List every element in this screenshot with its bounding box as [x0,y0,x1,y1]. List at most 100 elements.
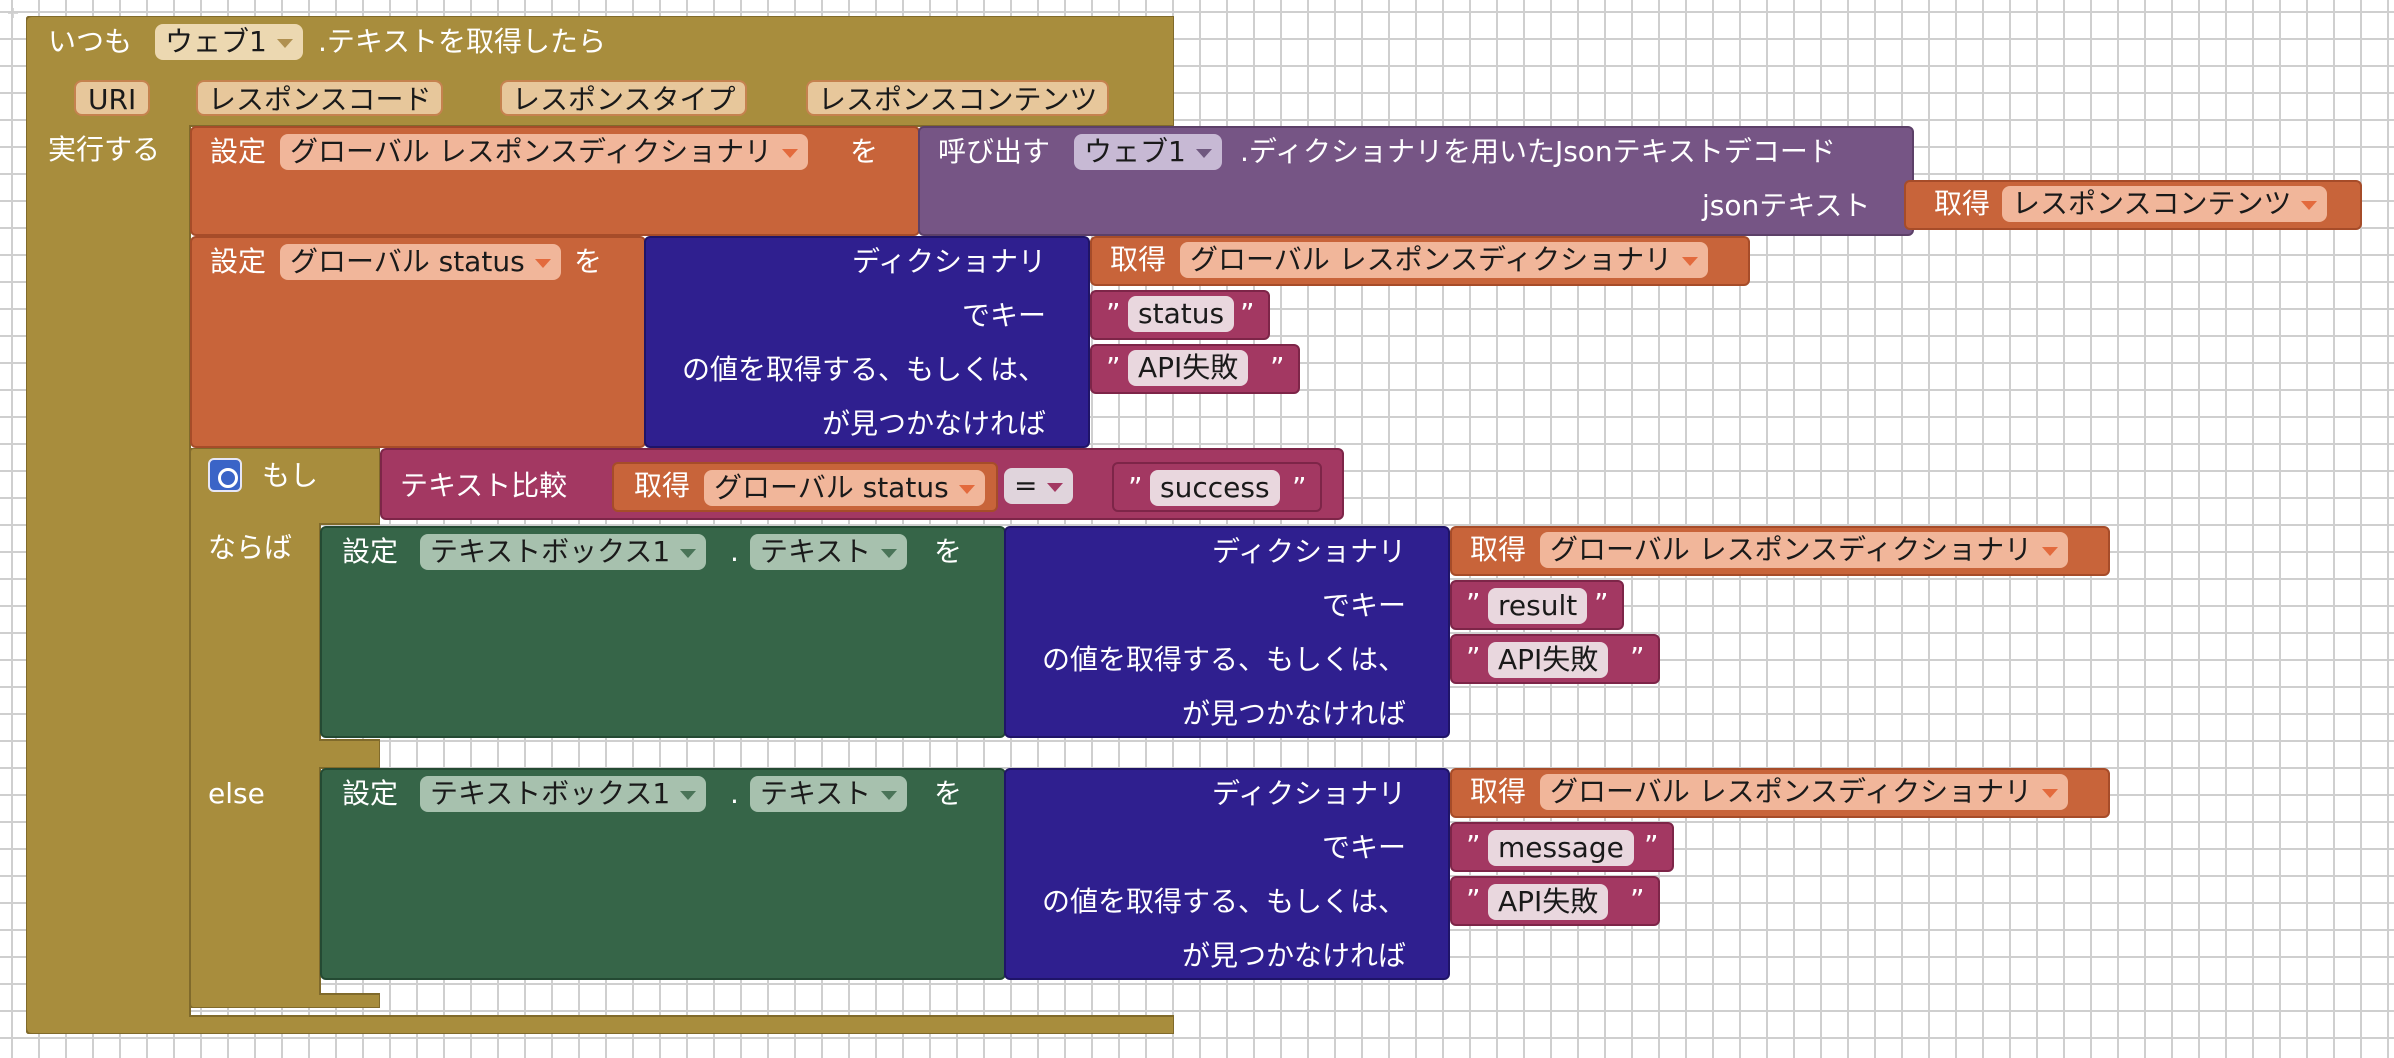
then-key-label: でキー [1321,589,1406,622]
quote-open-icon: ” [1466,829,1481,862]
then-set-label: 設定 [342,535,399,568]
chevron-down-icon [1047,482,1064,492]
stmt1-var-dropdown[interactable]: グローバル レスポンスディクショナリ [280,134,809,170]
call-component-dropdown[interactable]: ウェブ1 [1074,134,1222,170]
quote-close-icon: ” [1240,297,1255,330]
then-property-name: テキスト [760,535,872,568]
then-component-dropdown[interactable]: テキストボックス1 [420,534,707,570]
quote-close-icon: ” [1630,641,1645,674]
stmt2-set-label: 設定 [210,245,267,278]
param-uri[interactable]: URI [74,80,151,116]
quote-open-icon: ” [1466,641,1481,674]
chevron-down-icon [680,790,697,800]
event-suffix-label: .テキストを取得したら [318,25,607,58]
then-key-value[interactable]: result [1488,588,1588,624]
param-response-content[interactable]: レスポンスコンテンツ [806,80,1110,116]
chevron-down-icon [1195,148,1212,158]
then-dict-lookup-block[interactable] [1004,526,1450,738]
stmt2-notfound-label: が見つかなければ [821,407,1046,440]
do-label: 実行する [48,133,161,166]
json-text-label: jsonテキスト [1702,189,1871,222]
chevron-down-icon [958,484,975,494]
else-property-dropdown[interactable]: テキスト [750,776,908,812]
param-response-code[interactable]: レスポンスコード [196,80,444,116]
else-key-value[interactable]: message [1488,830,1634,866]
stmt2-key-value[interactable]: status [1128,296,1235,332]
call-method-label: .ディクショナリを用いたJsonテキストデコード [1240,135,1836,168]
then-dot: . [730,535,739,568]
quote-open-icon: ” [1106,297,1121,330]
then-get-var-name: グローバル レスポンスディクショナリ [1550,533,2033,566]
then-get-var-dropdown[interactable]: グローバル レスポンスディクショナリ [1540,532,2069,568]
dict-lookup-block-status[interactable] [644,236,1090,448]
if-get-var-dropdown[interactable]: グローバル status [704,470,985,506]
else-get-label: 取得 [1470,775,1527,808]
gear-icon[interactable] [208,458,242,492]
else-default-value[interactable]: API失敗 [1488,884,1609,920]
param-response-type[interactable]: レスポンスタイプ [500,80,748,116]
chevron-down-icon [1682,256,1699,266]
chevron-down-icon [881,548,898,558]
quote-open-icon: ” [1106,351,1121,384]
else-label: else [208,777,265,810]
stmt2-get-var-name: グローバル レスポンスディクショナリ [1190,243,1673,276]
quote-close-icon: ” [1630,883,1645,916]
stmt2-var-name: グローバル status [290,245,525,278]
chevron-down-icon [881,790,898,800]
stmt2-var-dropdown[interactable]: グローバル status [280,244,561,280]
else-get-var-name: グローバル レスポンスディクショナリ [1550,775,2033,808]
if-label: もし [262,459,319,492]
else-key-label: でキー [1321,831,1406,864]
compare-operator: = [1014,469,1038,502]
chevron-down-icon [680,548,697,558]
else-get-var-dropdown[interactable]: グローバル レスポンスディクショナリ [1540,774,2069,810]
stmt2-default-value[interactable]: API失敗 [1128,350,1249,386]
then-default-value[interactable]: API失敗 [1488,642,1609,678]
quote-open-icon: ” [1128,471,1143,504]
then-dict-label: ディクショナリ [1211,535,1406,568]
chevron-down-icon [2301,200,2318,210]
then-get-label: 取得 [1470,533,1527,566]
chevron-down-icon [2042,788,2059,798]
stmt2-get-var-dropdown[interactable]: グローバル レスポンスディクショナリ [1180,242,1709,278]
quote-close-icon: ” [1594,587,1609,620]
event-block-web-got-text[interactable] [26,16,1174,1034]
then-to-label: を [934,535,963,568]
if-block-shape [190,448,380,1008]
if-get-label: 取得 [634,469,691,502]
else-notfound-label: が見つかなければ [1181,939,1406,972]
stmt1-get-label: 取得 [1934,187,1991,220]
then-notfound-label: が見つかなければ [1181,697,1406,730]
then-property-dropdown[interactable]: テキスト [750,534,908,570]
quote-close-icon: ” [1270,351,1285,384]
if-else-block[interactable] [190,448,380,1008]
else-component-name: テキストボックス1 [430,777,671,810]
chevron-down-icon [276,38,293,48]
quote-open-icon: ” [1466,883,1481,916]
event-block-shape [26,16,1174,1034]
stmt1-get-var-dropdown[interactable]: レスポンスコンテンツ [2002,186,2328,222]
event-prefix-label: いつも [48,25,133,58]
else-component-dropdown[interactable]: テキストボックス1 [420,776,707,812]
compare-operator-dropdown[interactable]: = [1004,468,1074,504]
else-default-label: の値を取得する、もしくは、 [1041,885,1406,918]
stmt2-dict-label: ディクショナリ [851,245,1046,278]
then-label: ならば [208,531,293,564]
quote-close-icon: ” [1292,471,1307,504]
stmt1-set-label: 設定 [210,135,267,168]
quote-open-icon: ” [1466,587,1481,620]
stmt1-var-name: グローバル レスポンスディクショナリ [290,135,773,168]
then-default-label: の値を取得する、もしくは、 [1041,643,1406,676]
event-component-dropdown[interactable]: ウェブ1 [155,24,303,60]
stmt2-key-label: でキー [961,299,1046,332]
event-component-name: ウェブ1 [165,25,267,58]
stmt1-to-label: を [850,135,879,168]
compare-label: テキスト比較 [400,469,568,502]
chevron-down-icon [534,258,551,268]
quote-close-icon: ” [1644,829,1659,862]
else-dict-lookup-block[interactable] [1004,768,1450,980]
else-set-label: 設定 [342,777,399,810]
chevron-down-icon [782,148,799,158]
compare-value[interactable]: success [1150,470,1280,506]
stmt2-default-label: の値を取得する、もしくは、 [681,353,1046,386]
